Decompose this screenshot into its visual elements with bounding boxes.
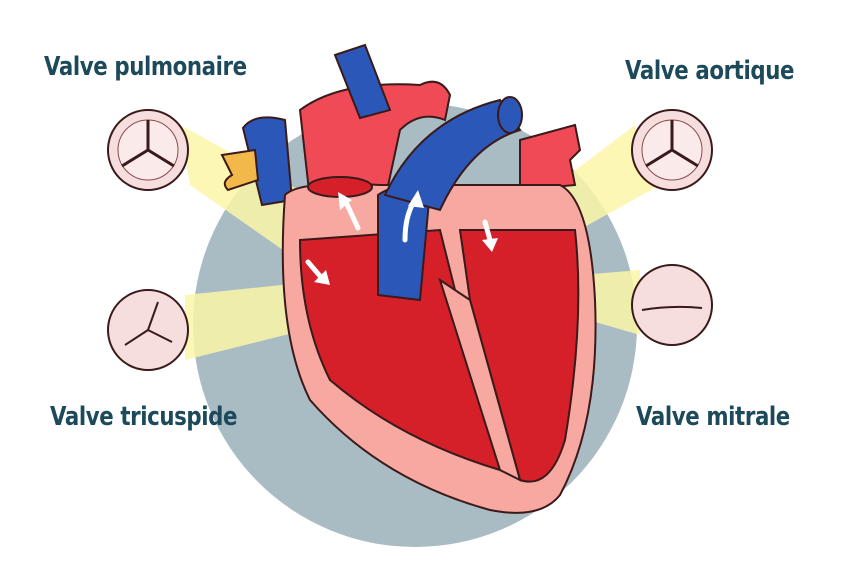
label-tricuspid-valve: Valve tricuspide	[50, 402, 238, 432]
arrow-down-right	[482, 219, 493, 243]
pulmonary-trunk	[383, 98, 522, 212]
pulmonary-artery	[333, 43, 392, 120]
septum	[438, 277, 522, 482]
superior-vena-cava	[241, 116, 294, 207]
pulmonary-vein-left	[220, 148, 260, 192]
arrow-down-left	[305, 259, 323, 279]
trunk-opening	[497, 96, 523, 134]
label-pulmonary-valve: Valve pulmonaire	[44, 52, 247, 82]
label-aortic-valve: Valve aortique	[625, 56, 795, 86]
valve-tricuspid	[107, 289, 189, 371]
flow-arrows	[305, 190, 498, 285]
label-mitral-valve: Valve mitrale	[636, 402, 790, 432]
left-ventricle	[458, 229, 580, 483]
aorta-arch	[298, 80, 452, 201]
arrow-up-left	[342, 197, 361, 231]
valve-mitral	[631, 264, 713, 346]
valve-pulmonary	[107, 109, 189, 191]
valve-aortic	[631, 109, 713, 191]
heart	[220, 43, 597, 514]
